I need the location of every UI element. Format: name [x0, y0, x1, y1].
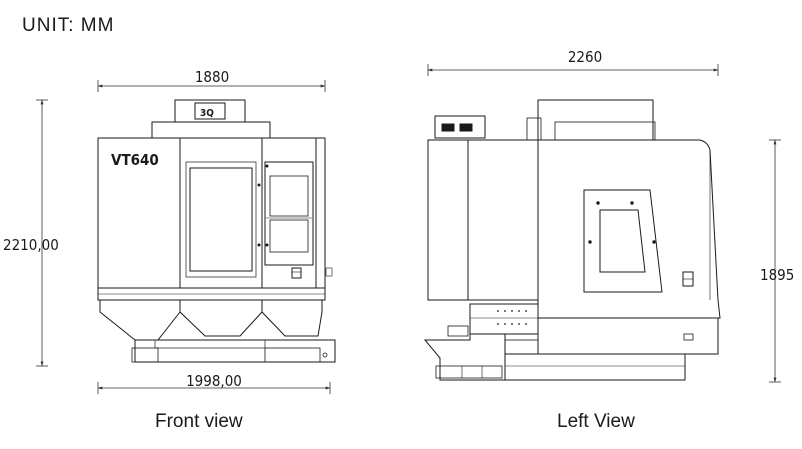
left-lower-body	[537, 317, 719, 355]
front-logo-label: 3Q	[200, 108, 214, 119]
front-height-label: 2210,00	[3, 236, 59, 254]
front-door-window	[189, 167, 253, 272]
front-top-crown	[151, 121, 271, 139]
left-dimensions	[427, 64, 781, 383]
front-view-caption: Front view	[155, 411, 243, 432]
left-top-control-box	[434, 115, 486, 139]
front-base-width-label: 1998,00	[186, 372, 242, 390]
front-hopper-right	[261, 300, 323, 337]
left-base	[504, 353, 686, 381]
front-top-width-label: 1880	[195, 68, 229, 86]
left-slide-rail	[469, 303, 539, 335]
front-panel-icon	[291, 267, 302, 279]
left-main-body	[427, 139, 721, 319]
left-view-caption: Left View	[557, 411, 635, 432]
left-height-label: 1895	[760, 266, 794, 284]
left-door-window	[599, 209, 646, 273]
left-length-label: 2260	[568, 48, 602, 66]
front-control-panel	[264, 161, 314, 266]
front-hopper-center	[179, 300, 263, 337]
left-view-drawing	[423, 99, 721, 381]
front-logo-frame	[194, 102, 226, 120]
front-brand-label: VT640	[111, 151, 159, 169]
front-dimensions	[36, 80, 331, 394]
left-chip-conveyor	[423, 333, 506, 381]
front-base	[134, 339, 336, 363]
unit-title: UNIT: MM	[22, 15, 115, 36]
front-view-drawing	[97, 99, 336, 363]
left-door-frame	[583, 189, 663, 293]
front-hopper-left	[99, 300, 181, 341]
